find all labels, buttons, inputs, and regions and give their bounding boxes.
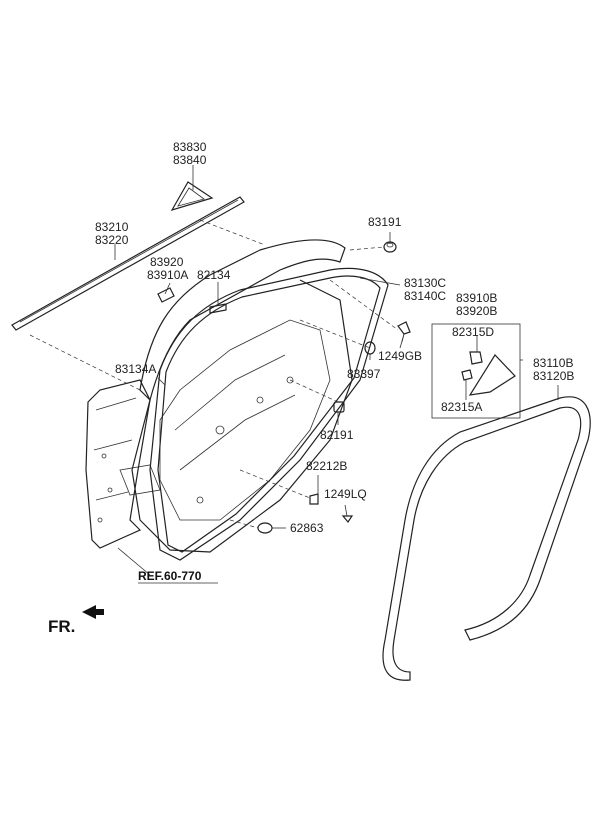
label-83110b: 83110B [533,356,573,370]
label-62863: 62863 [290,521,324,535]
label-83910b: 83910B [456,291,497,305]
front-arrow-icon [82,605,104,619]
front-direction-label: FR. [48,617,75,636]
screw-1249gb [397,321,411,343]
label-83120b: 83120B [533,369,574,383]
part-labels: 83830 83840 83210 83220 83920 83910A 821… [48,140,574,636]
label-83397: 83397 [347,367,381,381]
plug-62863 [257,522,273,534]
label-83840: 83840 [173,153,207,167]
label-1249lq: 1249LQ [324,487,367,501]
delta-moulding [170,181,214,212]
reference-label: REF.60-770 [138,569,202,583]
label-83191: 83191 [368,215,402,229]
label-82315d: 82315D [452,325,494,339]
bumper-82191 [333,401,345,413]
label-82315a: 82315A [441,400,482,414]
clip-82134 [209,303,227,314]
door-outer-panel [85,379,151,549]
door-weatherstrip [149,267,389,561]
label-83140c: 83140C [404,289,446,303]
label-1249gb: 1249GB [378,349,422,363]
label-83130c: 83130C [404,276,446,290]
window-run-channel [11,196,245,331]
label-83134a: 83134A [115,362,156,376]
label-82191: 82191 [320,428,354,442]
label-83920: 83920 [150,255,184,269]
clip-1249lq [341,515,354,524]
clip-83920 [157,287,175,303]
body-weatherstrip [382,396,591,681]
label-83910a: 83910A [147,268,188,282]
label-82134: 82134 [197,268,231,282]
label-83210: 83210 [95,220,129,234]
label-83920b: 83920B [456,304,497,318]
label-82212b: 82212B [306,459,347,473]
label-83220: 83220 [95,233,129,247]
leader-lines [29,165,559,576]
label-83830: 83830 [173,140,207,154]
clip-82212b [309,493,319,505]
